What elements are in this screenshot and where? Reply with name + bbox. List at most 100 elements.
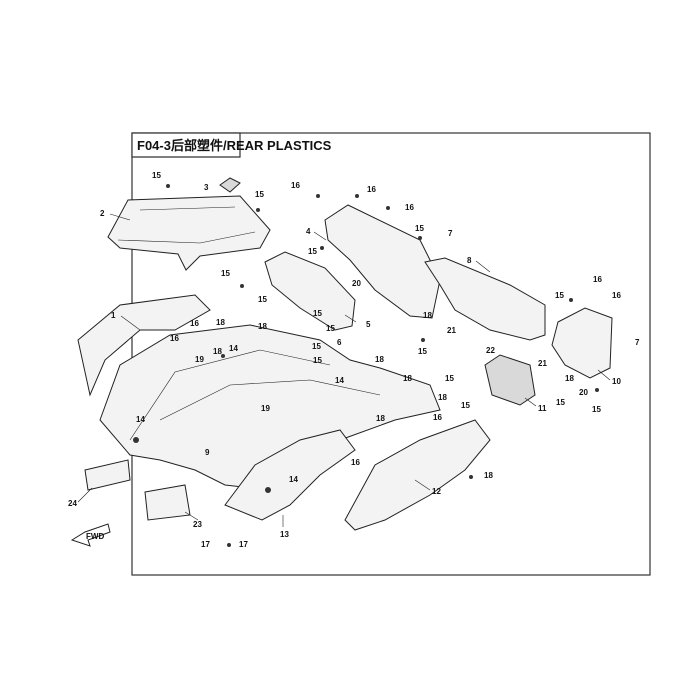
leader-line xyxy=(120,315,141,331)
callout-label: 15 xyxy=(313,356,322,365)
part-side-panel-lower xyxy=(224,429,356,521)
leader-line xyxy=(109,213,131,221)
part-center-mount xyxy=(484,354,536,406)
callouts: 1 2 3 4 5 6 7 7 8 9 10 11 12 13 14 14 14… xyxy=(68,171,640,549)
fastener xyxy=(265,487,271,493)
callout-label: 7 xyxy=(635,338,640,347)
fwd-label: FWD xyxy=(86,532,104,541)
callout-label: 15 xyxy=(258,295,267,304)
fasteners xyxy=(133,184,599,547)
callout-label: 18 xyxy=(484,471,493,480)
leader-line xyxy=(313,231,327,241)
leader-line xyxy=(77,487,93,503)
callout-label: 12 xyxy=(432,487,441,496)
callout-label: 23 xyxy=(193,520,202,529)
callout-label: 14 xyxy=(136,415,145,424)
part-mud-guard xyxy=(84,459,131,491)
callout-label: 18 xyxy=(438,393,447,402)
fastener xyxy=(421,338,425,342)
callout-label: 7 xyxy=(448,229,453,238)
callout-label: 15 xyxy=(556,398,565,407)
callout-label: 16 xyxy=(612,291,621,300)
callout-label: 18 xyxy=(375,355,384,364)
callout-label: 18 xyxy=(213,347,222,356)
leader-line xyxy=(597,369,611,381)
callout-label: 15 xyxy=(326,324,335,333)
part-bracket xyxy=(219,177,241,193)
callout-label: 5 xyxy=(366,320,371,329)
fastener xyxy=(469,475,473,479)
callout-label: 13 xyxy=(280,530,289,539)
callout-label: 1 xyxy=(111,311,116,320)
title-tab xyxy=(131,132,241,158)
callout-label: 15 xyxy=(415,224,424,233)
callout-label: 16 xyxy=(291,181,300,190)
fastener xyxy=(227,543,231,547)
callout-label: 15 xyxy=(255,190,264,199)
callout-label: 15 xyxy=(221,269,230,278)
fastener xyxy=(355,194,359,198)
part-rear-fender-body xyxy=(99,324,441,491)
part-rear-rack-cover xyxy=(107,195,271,271)
callout-label: 16 xyxy=(405,203,414,212)
callout-label: 15 xyxy=(555,291,564,300)
callout-label: 18 xyxy=(258,322,267,331)
callout-label: 3 xyxy=(204,183,209,192)
leader-line xyxy=(184,511,199,521)
callout-label: 15 xyxy=(313,309,322,318)
callout-label: 16 xyxy=(170,334,179,343)
fastener xyxy=(133,437,139,443)
callout-label: 15 xyxy=(418,347,427,356)
callout-label: 15 xyxy=(592,405,601,414)
callout-label: 10 xyxy=(612,377,621,386)
leader-line xyxy=(344,314,357,323)
callout-label: 18 xyxy=(376,414,385,423)
callout-label: 4 xyxy=(306,227,311,236)
callout-label: 14 xyxy=(335,376,344,385)
diagram-title: F04-3后部塑件/REAR PLASTICS xyxy=(137,138,332,153)
fastener xyxy=(386,206,390,210)
part-rear-panel-left xyxy=(324,204,441,319)
fwd-arrow-icon xyxy=(70,523,111,547)
diagram-border xyxy=(131,132,651,576)
fastener xyxy=(240,284,244,288)
fastener xyxy=(595,388,599,392)
fastener xyxy=(166,184,170,188)
part-rear-fender xyxy=(77,294,211,397)
callout-label: 21 xyxy=(447,326,456,335)
callout-label: 15 xyxy=(461,401,470,410)
callout-label: 22 xyxy=(486,346,495,355)
callout-label: 21 xyxy=(538,359,547,368)
callout-label: 8 xyxy=(467,256,472,265)
leader-line xyxy=(524,397,537,407)
callout-label: 16 xyxy=(367,185,376,194)
callout-label: 16 xyxy=(433,413,442,422)
callout-label: 18 xyxy=(403,374,412,383)
callout-label: 9 xyxy=(205,448,210,457)
callout-label: 19 xyxy=(261,404,270,413)
fastener xyxy=(418,236,422,240)
part-side-panel-right xyxy=(344,419,491,531)
callout-label: 14 xyxy=(289,475,298,484)
callout-label: 16 xyxy=(351,458,360,467)
callout-label: 19 xyxy=(195,355,204,364)
part-lower-flap xyxy=(144,484,191,521)
fastener xyxy=(569,298,573,302)
callout-label: 15 xyxy=(308,247,317,256)
leader-line xyxy=(414,479,431,491)
callout-label: 15 xyxy=(312,342,321,351)
callout-label: 11 xyxy=(538,404,547,413)
callout-label: 18 xyxy=(423,311,432,320)
part-fender-inner-line xyxy=(129,349,381,441)
part-tail-box xyxy=(264,251,356,331)
fastener xyxy=(221,354,225,358)
callout-label: 20 xyxy=(352,279,361,288)
part-rear-rack-cover-detail xyxy=(117,206,256,244)
fastener xyxy=(320,246,324,250)
fastener xyxy=(316,194,320,198)
callout-label: 2 xyxy=(100,209,105,218)
callout-label: 18 xyxy=(216,318,225,327)
callout-label: 15 xyxy=(152,171,161,180)
callout-label: 20 xyxy=(579,388,588,397)
